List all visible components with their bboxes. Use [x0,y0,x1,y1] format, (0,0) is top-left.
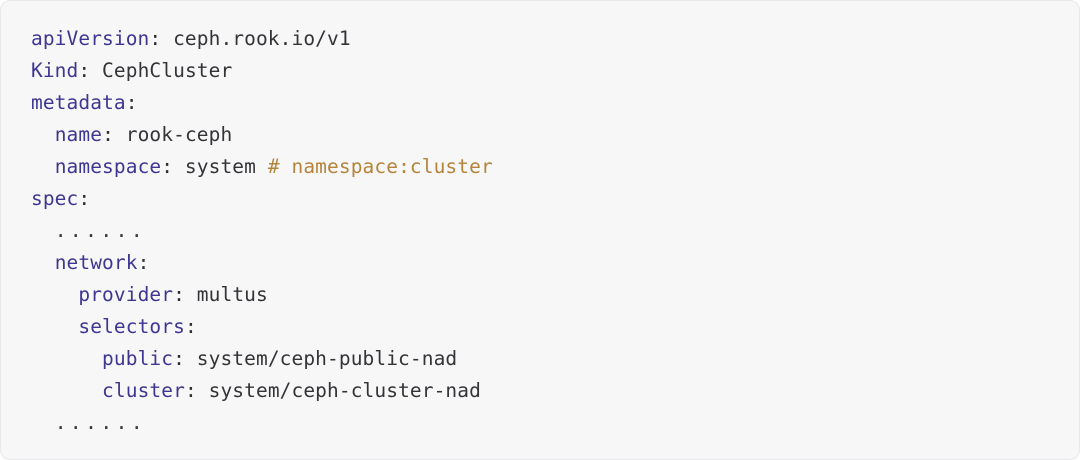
code-colon: : [125,91,138,114]
line-ellipsis-2: ...... [31,407,1059,439]
code-key: public [102,347,174,370]
code-value: system/ceph-public-nad [184,347,458,370]
code-key: metadata [31,91,126,114]
line-ellipsis-1: ...... [31,215,1059,247]
code-indent [31,123,55,146]
code-key: Kind [31,59,79,82]
line-namespace: namespace: system # namespace:cluster [31,151,1059,183]
code-colon: : [102,123,114,146]
code-value: CephCluster [90,59,233,82]
code-key: namespace [54,155,162,178]
line-kind: Kind: CephCluster [31,55,1059,87]
line-network: network: [31,247,1059,279]
code-colon: : [149,27,162,50]
code-indent [31,315,78,338]
line-cluster: cluster: system/ceph-cluster-nad [31,375,1059,407]
code-colon: : [161,155,174,178]
line-public: public: system/ceph-public-nad [31,343,1059,375]
code-indent [31,155,55,178]
line-name: name: rook-ceph [31,119,1059,151]
code-colon: : [137,251,150,274]
line-apiversion: apiVersion: ceph.rook.io/v1 [31,23,1059,55]
code-key: apiVersion [31,27,150,50]
code-indent [31,251,55,274]
code-value: system/ceph-cluster-nad [196,379,481,402]
code-indent [31,219,55,242]
code-colon: : [78,187,91,210]
code-key: name [54,123,103,146]
line-selectors: selectors: [31,311,1059,343]
code-ellipsis: ...... [54,219,147,242]
code-key: network [54,251,138,274]
code-colon: : [173,283,185,306]
code-key: cluster [102,379,185,402]
line-spec: spec: [31,183,1059,215]
code-value: system [173,155,256,178]
code-indent [31,379,102,402]
line-metadata: metadata: [31,87,1059,119]
code-ellipsis: ...... [54,411,147,434]
code-key: spec [31,187,79,210]
code-colon: : [173,347,185,370]
code-comment: # namespace:cluster [255,155,493,178]
code-value: multus [184,283,268,306]
code-colon: : [78,59,91,82]
code-colon: : [184,379,197,402]
line-provider: provider: multus [31,279,1059,311]
code-indent [31,411,55,434]
code-colon: : [184,315,197,338]
code-key: provider [78,283,174,306]
code-key: selectors [78,315,185,338]
code-value: ceph.rook.io/v1 [161,27,351,50]
code-value: rook-ceph [113,123,233,146]
code-indent [31,283,78,306]
code-indent [31,347,102,370]
